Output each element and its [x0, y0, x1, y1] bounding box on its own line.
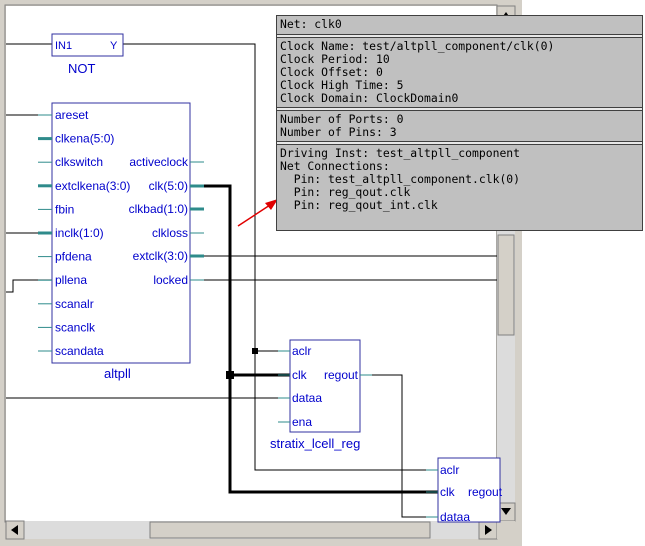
reg2-input-pin: clk: [440, 485, 456, 499]
reg2-output-pin: regout: [468, 485, 503, 499]
horizontal-scrollbar[interactable]: [5, 520, 498, 540]
reg2-input-pin: dataa: [440, 510, 470, 524]
tooltip-clock-domain: Clock Domain: ClockDomain0: [280, 91, 459, 105]
arrow-down-icon: [501, 508, 511, 515]
altpll-output-pin: activeclock: [129, 155, 189, 169]
net-info-tooltip: Net: clk0 Clock Name: test/altpll_compon…: [276, 15, 643, 231]
altpll-input-pin: scanalr: [55, 297, 94, 311]
reg1-output-pin: regout: [324, 368, 359, 382]
altpll-input-pin: fbin: [55, 202, 74, 216]
tooltip-clock-offset: Clock Offset: 0: [280, 65, 383, 79]
tooltip-driving-inst: Driving Inst: test_altpll_component: [280, 146, 521, 160]
altpll-input-pin: scandata: [55, 344, 104, 358]
reg1-input-pin: dataa: [292, 391, 322, 405]
altpll-input-pin: areset: [55, 108, 89, 122]
junction-dot: [252, 348, 258, 354]
tooltip-clock-period: Clock Period: 10: [280, 52, 390, 66]
altpll-output-pin: locked: [153, 273, 188, 287]
tooltip-pin: Pin: test_altpll_component.clk(0): [280, 172, 521, 186]
tooltip-clock-high-time: Clock High Time: 5: [280, 78, 404, 92]
junction-dot: [226, 371, 234, 379]
not-gate-label: NOT: [68, 61, 96, 76]
altpll-input-pin: extclkena(3:0): [55, 179, 130, 193]
tooltip-net-connections: Net Connections:: [280, 159, 390, 173]
altpll-output-pin: extclk(3:0): [133, 249, 188, 263]
reg1-label: stratix_lcell_reg: [270, 436, 360, 451]
altpll-output-pin: clk(5:0): [149, 179, 188, 193]
wires: [6, 43, 497, 518]
reg2-input-pin: aclr: [440, 463, 459, 477]
not-gate[interactable]: IN1 Y NOT: [51, 33, 124, 76]
altpll-label: altpll: [104, 366, 131, 381]
tooltip-num-ports: Number of Ports: 0: [280, 112, 404, 126]
altpll-input-pin: inclk(1:0): [55, 226, 104, 240]
scroll-corner: [497, 521, 515, 539]
tooltip-clock-name: Clock Name: test/altpll_component/clk(0): [280, 39, 555, 53]
altpll-output-pin: clkbad(1:0): [129, 202, 188, 216]
altpll-output-pin: clkloss: [152, 226, 188, 240]
reg1-input-pin: clk: [292, 368, 308, 382]
pointer-arrow: [237, 199, 278, 227]
altpll-block[interactable]: areset clkena(5:0) clkswitch extclkena(3:0)…: [38, 102, 204, 381]
reg1-input-pin: ena: [292, 415, 312, 429]
arrow-right-icon: [485, 525, 492, 535]
not-gate-output-label: Y: [110, 40, 118, 52]
altpll-input-pin: scanclk: [55, 320, 96, 334]
tooltip-pin: Pin: reg_qout_int.clk: [280, 198, 438, 212]
altpll-input-pin: clkena(5:0): [55, 132, 114, 146]
altpll-input-pin: pllena: [55, 273, 87, 287]
reg-block-1[interactable]: aclr clk dataa ena regout stratix_lcell_reg: [270, 339, 372, 451]
tooltip-num-pins: Number of Pins: 3: [280, 125, 397, 139]
reg-block-2[interactable]: aclr clk dataa regout: [426, 457, 503, 524]
horizontal-scroll-thumb[interactable]: [149, 521, 431, 539]
tooltip-net: Net: clk0: [280, 17, 342, 31]
reg1-input-pin: aclr: [292, 344, 311, 358]
arrow-left-icon: [11, 525, 18, 535]
altpll-input-pin: pfdena: [55, 250, 92, 264]
tooltip-pin: Pin: reg_qout.clk: [280, 185, 411, 199]
altpll-input-pin: clkswitch: [55, 155, 103, 169]
not-gate-input-label: IN1: [55, 40, 72, 52]
vertical-scroll-thumb[interactable]: [497, 234, 515, 336]
